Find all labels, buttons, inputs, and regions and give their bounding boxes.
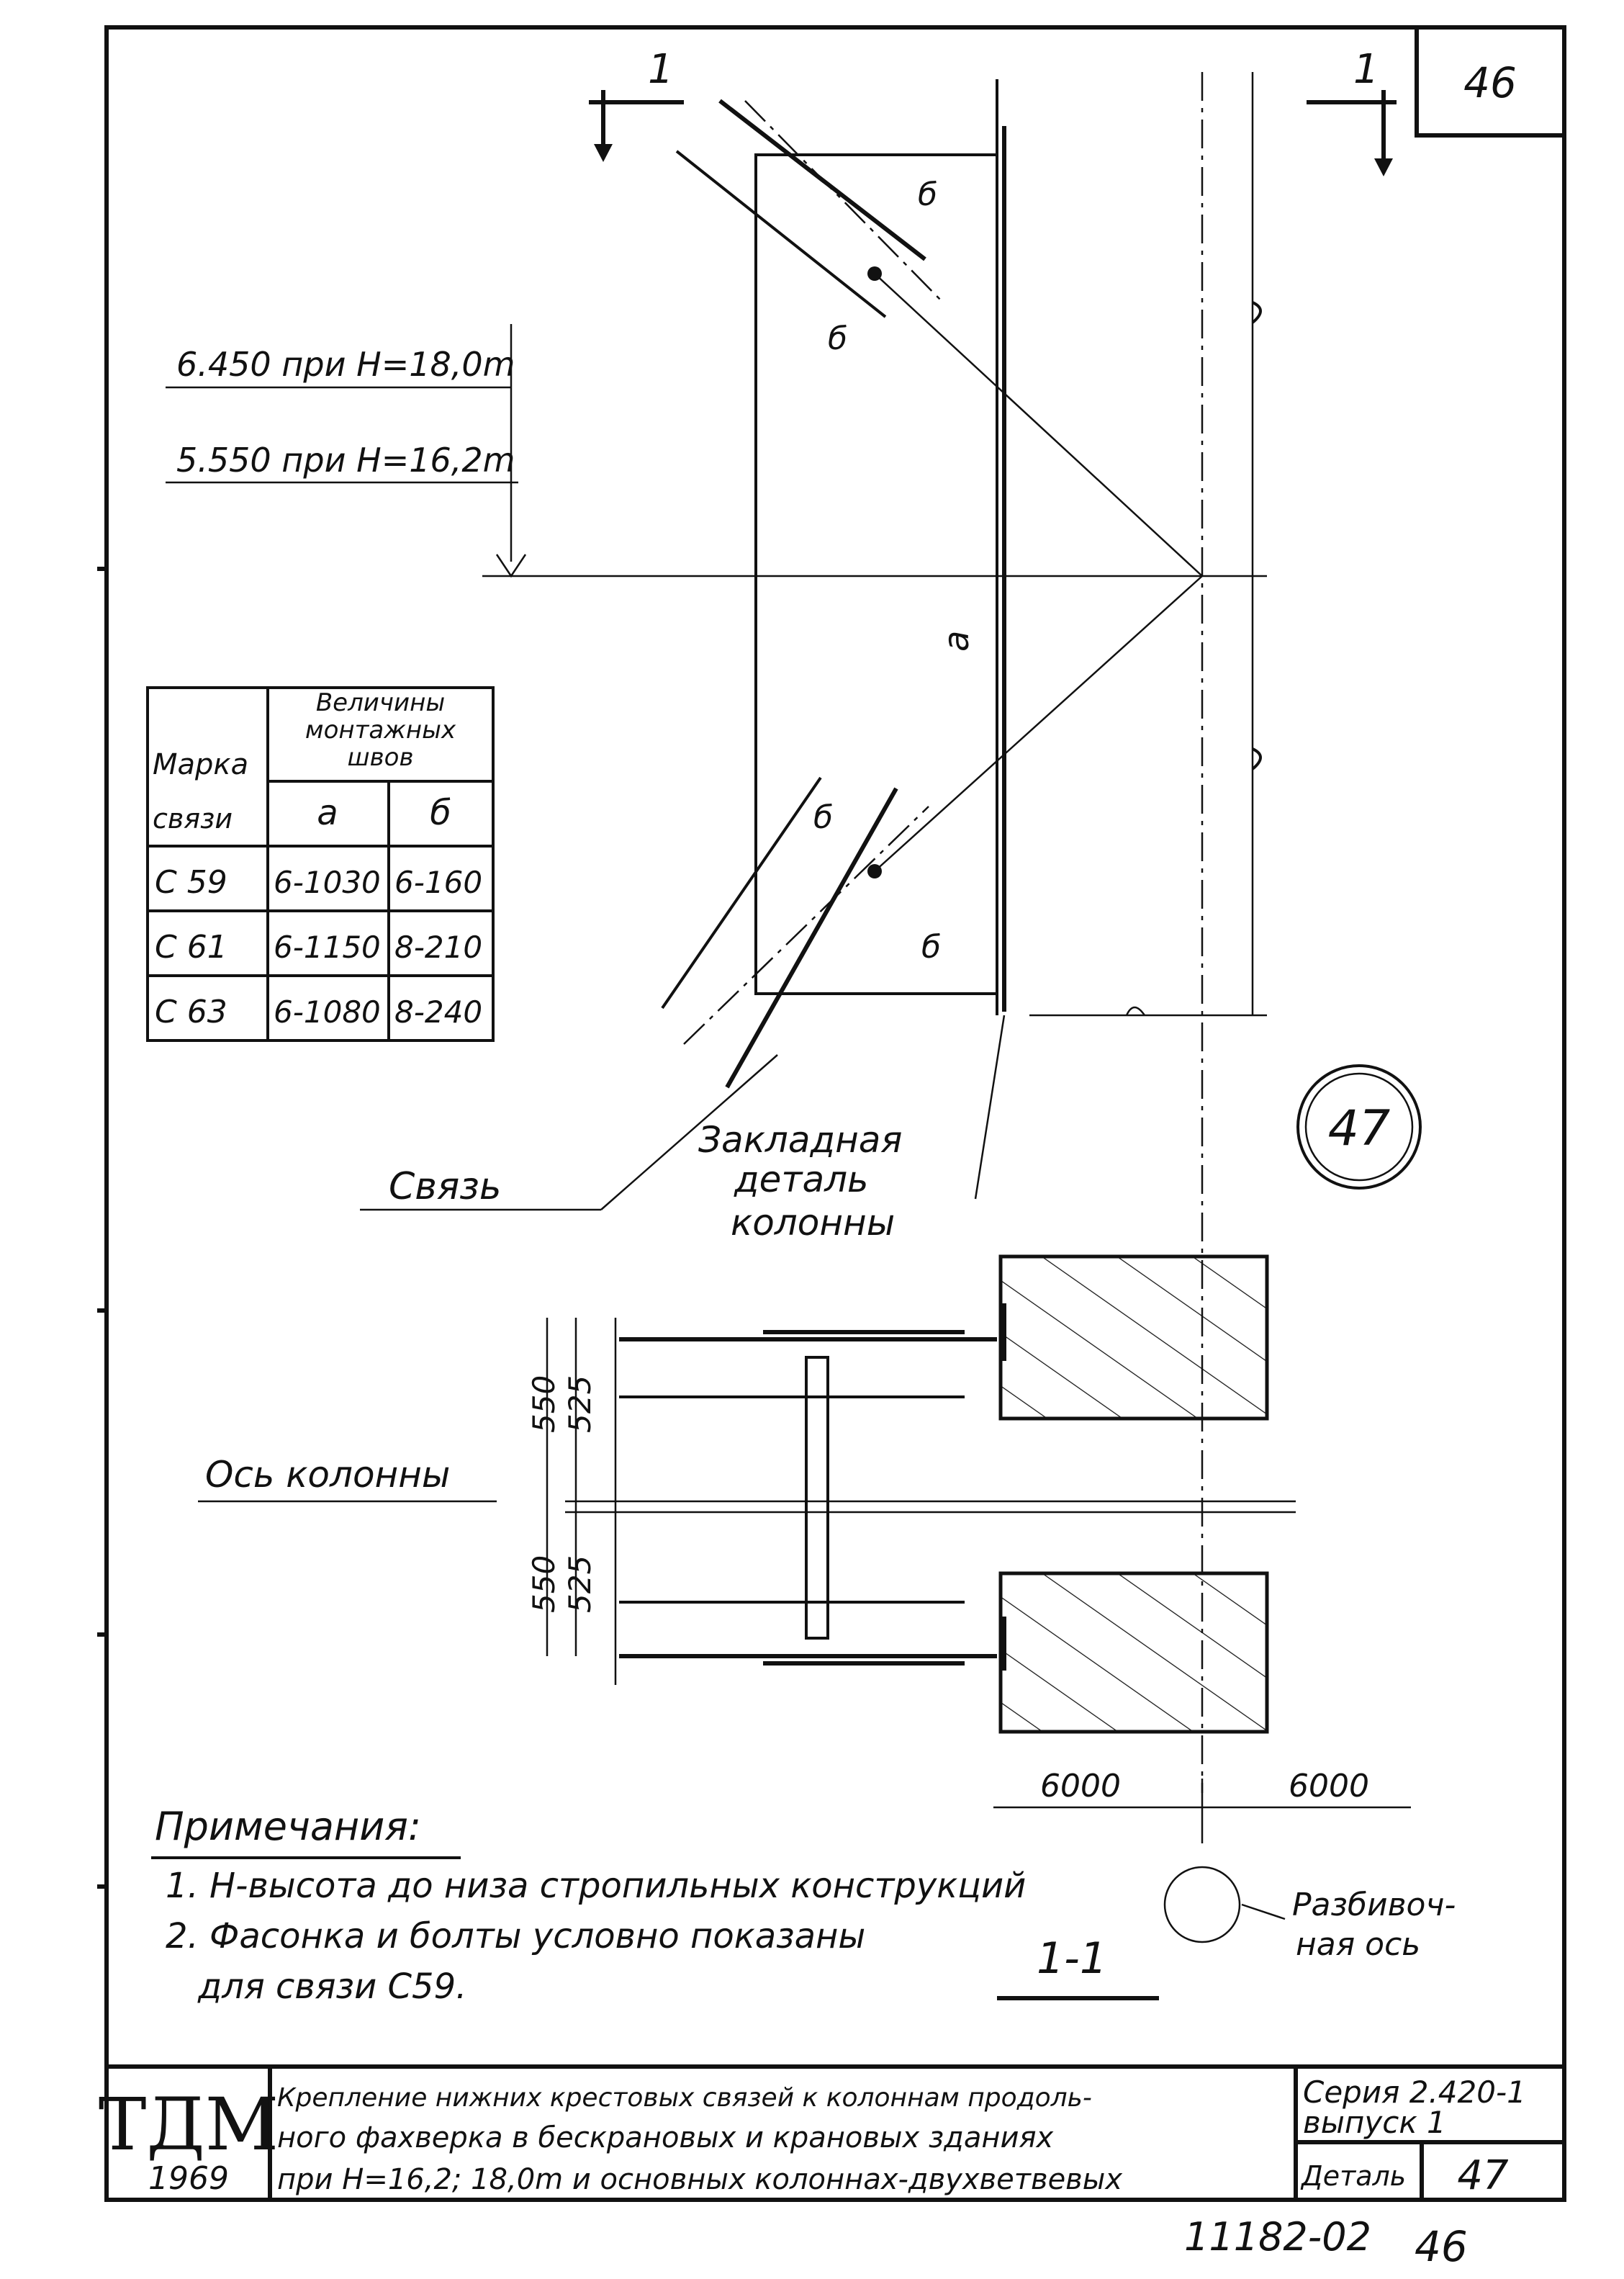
table-row-2-b: 8-210 (394, 930, 482, 965)
table-header-values: Величины монтажных швов (304, 689, 456, 772)
brace-label: Связь (360, 1054, 778, 1211)
notes-title: Примечания: (155, 1804, 421, 1849)
title-line-2: ного фахверка в бескрановых и крановых з… (277, 2121, 1054, 2154)
dim-6000-left: 6000 (1040, 1768, 1121, 1804)
table-row-2-a: 6-1150 (274, 930, 381, 965)
layout-axis-1: Разбивоч- (1292, 1887, 1456, 1923)
weld-mark-b-lower-2: б (921, 929, 941, 966)
title-block: ТДМ 1969 Крепление нижних крестовых связ… (99, 2064, 1564, 2200)
dim-525-bottom: 525 (562, 1555, 597, 1613)
table-header-mark-2: связи (153, 803, 233, 835)
section-1-1: 550 525 550 525 Ось колонны 6000 6000 Ра… (198, 1254, 1456, 2000)
table-row-3-b: 8-240 (394, 994, 482, 1030)
bracing-upper: б б (675, 99, 1203, 577)
level-6450: 6.450 при H=18,0m (176, 345, 515, 384)
issue: выпуск 1 (1303, 2105, 1446, 2140)
table-row-2-mark: C 61 (155, 929, 227, 966)
sheet-frame (97, 25, 1566, 2202)
detail-value: 47 (1457, 2152, 1509, 2199)
column (996, 72, 1267, 1793)
weld-mark-b-upper: б (918, 176, 937, 213)
logo: ТДМ (99, 2082, 279, 2167)
weld-mark-a: a (937, 631, 977, 652)
title-line-1: Крепление нижних крестовых связей к коло… (277, 2083, 1092, 2113)
table-header-mark-1: Марка (153, 748, 248, 781)
section-label-right: 1 (1353, 46, 1379, 93)
sheet-code: 11182-02 (1184, 2214, 1371, 2260)
year: 1969 (148, 2160, 229, 2197)
gusset-plate: a (754, 126, 1006, 1012)
page-number-box: 46 (1415, 25, 1566, 138)
page-number: 46 (1463, 58, 1517, 107)
weld-table: Марка связи Величины монтажных швов a б … (146, 686, 495, 1042)
svg-text:деталь: деталь (734, 1159, 869, 1200)
notes-line-2: 2. Фасонка и болты условно показаны (166, 1916, 865, 1956)
svg-text:Связь: Связь (389, 1165, 502, 1208)
detail-number: 47 (1328, 1100, 1391, 1157)
dim-550-top: 550 (526, 1375, 561, 1433)
level-5550: 5.550 при H=16,2m (176, 441, 515, 480)
table-row-3-a: 6-1080 (274, 994, 381, 1030)
series: Серия 2.420-1 (1303, 2075, 1526, 2110)
section-marker-left: 1 (589, 46, 684, 162)
notes: Примечания: 1. H-высота до низа стропиль… (151, 1804, 1026, 2007)
bracing-lower: б б (661, 575, 1203, 1089)
table-col-a: a (317, 793, 338, 833)
svg-text:колонны: колонны (731, 1202, 895, 1244)
section-label-left: 1 (648, 46, 674, 93)
table-row-3-mark: C 63 (155, 994, 227, 1030)
title-line-3: при H=16,2; 18,0m и основных колоннах-дв… (277, 2163, 1122, 2196)
layout-axis-2: ная ось (1296, 1926, 1420, 1963)
weld-mark-b-lower: б (813, 799, 833, 836)
notes-line-3: для связи C59. (197, 1966, 466, 2007)
detail-circle: 47 (1296, 1064, 1422, 1190)
table-row-1-a: 6-1030 (274, 865, 381, 900)
dim-6000-right: 6000 (1289, 1768, 1369, 1804)
table-col-b: б (430, 793, 451, 833)
svg-text:Закладная: Закладная (698, 1119, 902, 1161)
footer: 11182-02 46 (1184, 2214, 1468, 2271)
section-marker-right: 1 (1307, 46, 1397, 176)
dim-525-top: 525 (562, 1375, 597, 1433)
weld-mark-b-upper-2: б (828, 320, 847, 357)
detail-label: Деталь (1300, 2160, 1406, 2192)
column-axis-label: Ось колонны (205, 1454, 450, 1496)
dim-550-bottom: 550 (526, 1555, 561, 1613)
section-name: 1-1 (1037, 1933, 1107, 1984)
notes-line-1: 1. H-высота до низа стропильных конструк… (166, 1866, 1026, 1906)
level-marks: 6.450 при H=18,0m 5.550 при H=16,2m (166, 324, 1152, 578)
footer-page: 46 (1415, 2222, 1468, 2271)
embedded-part-label: Закладная деталь колонны (698, 1015, 1006, 1244)
table-row-1-b: 6-160 (394, 865, 482, 900)
table-row-1-mark: C 59 (155, 864, 227, 901)
